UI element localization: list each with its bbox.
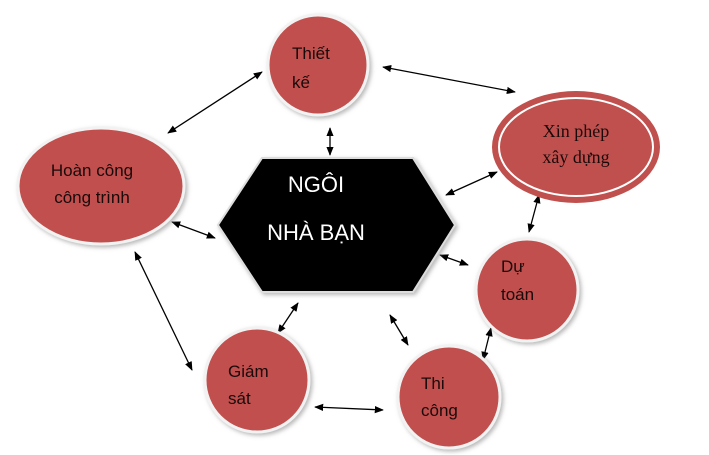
node-estimate-line2: toán xyxy=(501,285,534,304)
node-permit-line1: Xin phép xyxy=(543,121,610,141)
arrow-permit-estimate xyxy=(527,194,541,233)
center-label-line1: NGÔI xyxy=(288,172,344,197)
node-design: Thiết kế xyxy=(266,13,370,117)
center-hexagon: NGÔI NHÀ BẠN xyxy=(216,157,457,293)
node-completion: Hoàn công công trình xyxy=(16,126,186,246)
node-permit-line2: xây dựng xyxy=(542,147,609,167)
arrow-center-estimate xyxy=(439,254,469,266)
arrow-center-permit xyxy=(445,171,498,196)
arrow-center-construction xyxy=(389,314,409,346)
node-estimate-line1: Dự xyxy=(501,257,525,276)
node-construction-line1: Thi xyxy=(421,374,445,393)
node-estimate: Dự toán xyxy=(474,237,580,343)
node-completion-line2: công trình xyxy=(54,188,130,207)
node-design-line1: Thiết xyxy=(292,44,330,63)
arrow-estimate-construction xyxy=(481,327,493,361)
arrow-center-supervision xyxy=(277,302,299,334)
arrow-completion-design xyxy=(167,71,263,134)
node-supervision: Giám sát xyxy=(203,326,311,434)
arrow-completion-supervision xyxy=(134,251,193,371)
arrow-supervision-construction xyxy=(314,403,384,414)
node-construction-line2: công xyxy=(421,401,458,420)
arrow-completion-center xyxy=(171,221,216,239)
node-design-line2: kế xyxy=(292,73,311,92)
center-label-line2: NHÀ BẠN xyxy=(267,220,365,245)
node-completion-line1: Hoàn công xyxy=(51,161,133,180)
node-supervision-line2: sát xyxy=(228,389,251,408)
node-supervision-line1: Giám xyxy=(228,362,269,381)
arrow-design-permit xyxy=(382,64,516,95)
node-permit: Xin phép xây dựng xyxy=(492,91,660,203)
node-construction: Thi công xyxy=(396,344,502,450)
connector-arrows xyxy=(134,64,541,414)
